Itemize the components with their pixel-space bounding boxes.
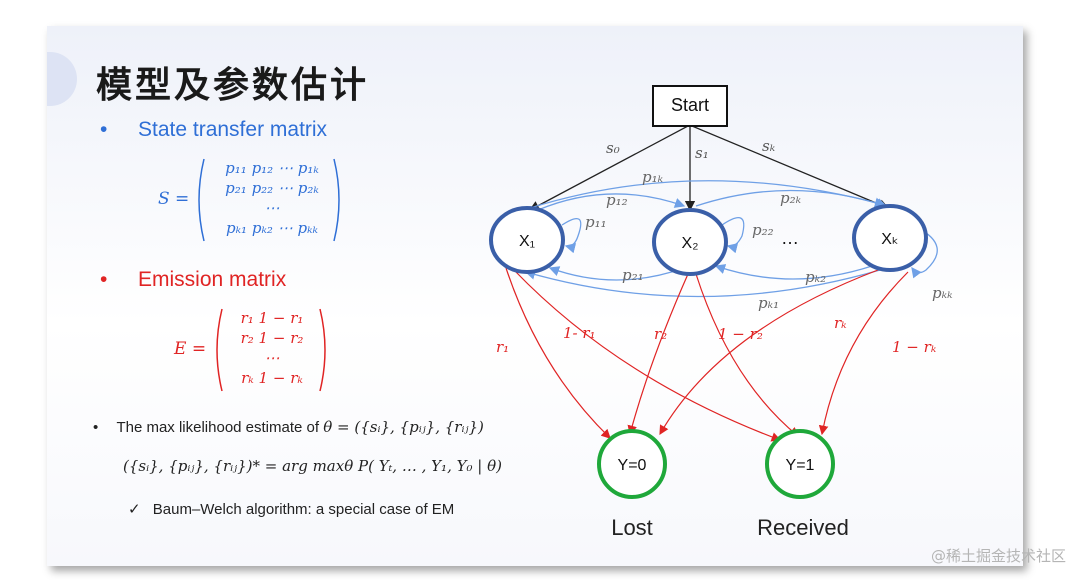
label-1-r2: 1 − r₂ bbox=[718, 325, 763, 343]
start-node-label: Start bbox=[671, 95, 709, 115]
transition-x1-xk bbox=[529, 180, 886, 209]
self-loop-x1 bbox=[561, 217, 582, 254]
emission-x1-y1 bbox=[513, 269, 782, 442]
output-caption-lost: Lost bbox=[611, 515, 653, 540]
emission-x1-y0 bbox=[505, 267, 611, 439]
page-title: 模型及参数估计 bbox=[96, 65, 370, 106]
label-sk: sₖ bbox=[762, 137, 776, 155]
emission-x2-y1 bbox=[695, 273, 799, 437]
state-matrix-row: p₁₁ p₁₂ ⋯ p₁ₖ bbox=[225, 159, 319, 177]
label-p21: p₂₁ bbox=[622, 266, 644, 284]
state-node-xk bbox=[852, 204, 928, 272]
state-label-xk: Xₖ bbox=[881, 231, 898, 248]
transition-x1-x2 bbox=[537, 193, 686, 211]
state-label-x2: X₂ bbox=[682, 235, 699, 252]
emission-matrix-heading-text: Emission matrix bbox=[138, 268, 287, 291]
label-pk1: pₖ₁ bbox=[758, 294, 779, 312]
start-node bbox=[652, 85, 728, 127]
output-label-y0: Y=0 bbox=[618, 457, 647, 474]
emission-matrix-brackets bbox=[216, 308, 326, 392]
state-matrix-lhs: S = bbox=[158, 189, 190, 209]
baum-welch-note: ✓ Baum–Welch algorithm: a special case o… bbox=[128, 500, 454, 518]
mle-formula: ({sᵢ}, {pᵢⱼ}, {rᵢⱼ})* = arg maxθ P( Yₜ, … bbox=[123, 457, 502, 475]
state-matrix-row: p₂₁ p₂₂ ⋯ p₂ₖ bbox=[225, 179, 319, 197]
transition-x2-xk bbox=[695, 189, 888, 209]
mle-text: The max likelihood estimate of bbox=[116, 419, 320, 436]
label-p11: p₁₁ bbox=[585, 213, 607, 231]
emission-matrix-row: r₂ 1 − r₂ bbox=[240, 329, 304, 347]
watermark: @稀土掘金技术社区 bbox=[930, 547, 1066, 565]
self-loop-xk bbox=[911, 227, 938, 279]
transition-x2-x1 bbox=[548, 266, 685, 281]
states-ellipsis: … bbox=[781, 228, 799, 248]
emission-xk-y1 bbox=[818, 271, 909, 436]
state-matrix-row: pₖ₁ pₖ₂ ⋯ pₖₖ bbox=[225, 219, 319, 237]
label-pkk: pₖₖ bbox=[932, 284, 953, 302]
self-loop-x2 bbox=[721, 217, 745, 254]
label-1-r1: 1- r₁ bbox=[563, 324, 596, 342]
output-node-y0 bbox=[597, 429, 667, 499]
label-s1: s₁ bbox=[695, 144, 709, 162]
emission-xk-y0 bbox=[659, 269, 879, 436]
emission-matrix-row: ⋯ bbox=[264, 349, 280, 367]
emission-matrix-lhs: E = bbox=[174, 339, 207, 359]
mle-line: • The max likelihood estimate of θ = ({s… bbox=[93, 418, 484, 436]
label-1-rk: 1 − rₖ bbox=[892, 338, 937, 356]
emission-matrix-heading: • Emission matrix bbox=[100, 268, 286, 292]
mle-expr: θ = ({sᵢ}, {pᵢⱼ}, {rᵢⱼ}) bbox=[323, 418, 484, 436]
transition-xk-x1 bbox=[524, 269, 881, 298]
state-matrix-heading-text: State transfer matrix bbox=[138, 118, 328, 141]
start-to-x1-arrow bbox=[528, 125, 689, 211]
label-s0: s₀ bbox=[606, 139, 620, 157]
state-matrix-brackets bbox=[198, 158, 340, 242]
label-r2: r₂ bbox=[654, 325, 667, 343]
state-node-x1 bbox=[489, 206, 565, 274]
label-p22: p₂₂ bbox=[752, 221, 774, 239]
state-matrix-heading: • State transfer matrix bbox=[100, 118, 327, 142]
slide-background bbox=[47, 26, 1023, 566]
check-icon: ✓ bbox=[128, 501, 141, 518]
baum-welch-text: Baum–Welch algorithm: a special case of … bbox=[152, 501, 455, 518]
label-p1k: p₁ₖ bbox=[642, 168, 664, 186]
start-to-xk-arrow bbox=[691, 125, 890, 210]
transition-xk-x2 bbox=[714, 264, 873, 280]
emission-matrix: E = r₁ 1 − r₁ r₂ 1 − r₂ ⋯ rₖ 1 − rₖ bbox=[174, 305, 344, 395]
output-node-y1 bbox=[765, 429, 835, 499]
emission-x2-y0 bbox=[627, 273, 689, 436]
output-label-y1: Y=1 bbox=[786, 457, 815, 474]
emission-matrix-row: rₖ 1 − rₖ bbox=[241, 369, 303, 387]
state-label-x1: X₁ bbox=[519, 233, 535, 250]
label-p2k: p₂ₖ bbox=[780, 189, 802, 207]
label-pk2: pₖ₂ bbox=[805, 268, 826, 286]
bullet-dot-icon: • bbox=[100, 268, 108, 291]
label-rk: rₖ bbox=[834, 314, 847, 332]
emission-matrix-row: r₁ 1 − r₁ bbox=[240, 309, 304, 327]
output-caption-received: Received bbox=[757, 515, 849, 540]
mle-bullet-icon: • bbox=[93, 419, 99, 436]
bullet-dot-icon: • bbox=[100, 118, 108, 141]
state-matrix-row: ⋯ bbox=[264, 199, 280, 217]
state-matrix: S = p₁₁ p₁₂ ⋯ p₁ₖ p₂₁ p₂₂ ⋯ p₂ₖ ⋯ pₖ₁ pₖ… bbox=[158, 155, 348, 245]
label-r1: r₁ bbox=[496, 338, 509, 356]
state-node-x2 bbox=[652, 208, 728, 276]
label-p12: p₁₂ bbox=[606, 191, 628, 209]
